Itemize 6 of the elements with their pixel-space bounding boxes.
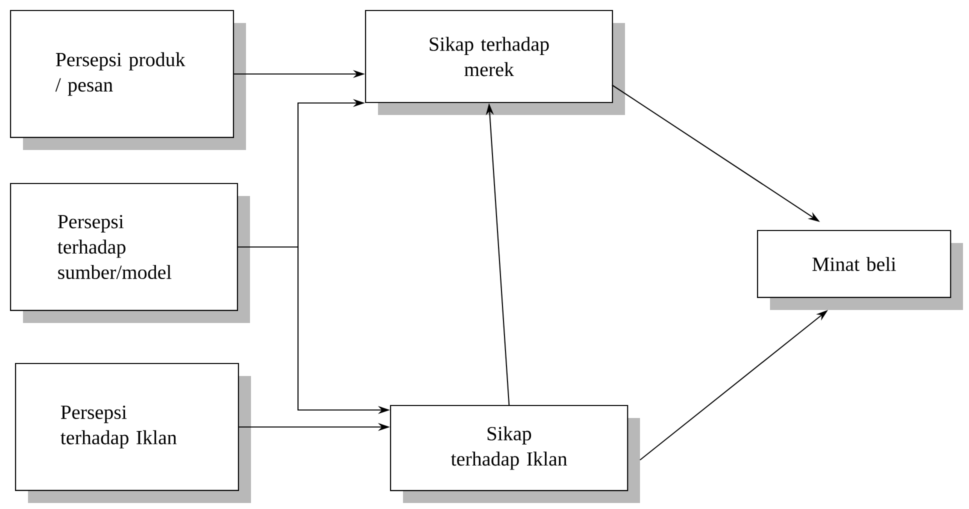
shadowed-box: Sikap terhadap Iklan	[390, 404, 640, 503]
shadowed-box: Persepsi terhadap sumber/model	[10, 183, 250, 323]
shadowed-box: Persepsi terhadap Iklan	[15, 363, 252, 503]
shadowed-box: Minat beli	[757, 230, 963, 310]
shadowed-box: Sikap terhadap merek	[365, 10, 625, 115]
shadowed-box: Persepsi produk / pesan	[10, 10, 246, 150]
